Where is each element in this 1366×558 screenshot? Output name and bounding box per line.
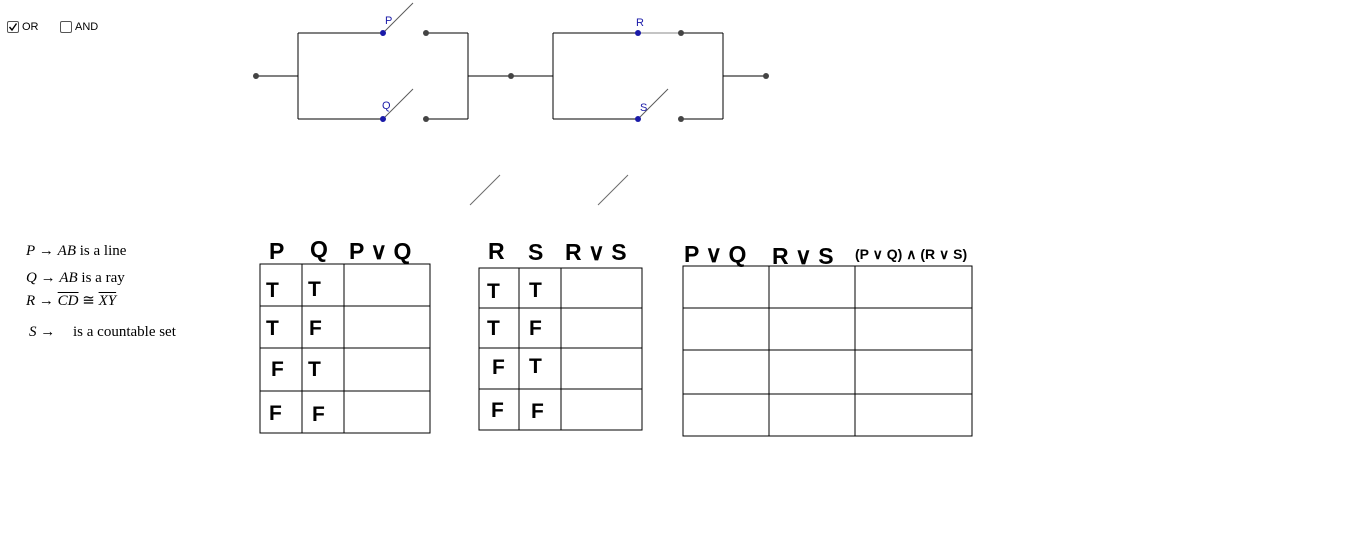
legend-p: P → AB is a line — [26, 243, 126, 260]
table1-cell-r1-q: T — [308, 278, 321, 301]
table1-cell-r1-p: T — [266, 279, 279, 302]
switch-s-blade[interactable] — [637, 88, 669, 120]
switch-p-point[interactable] — [380, 30, 386, 36]
table2-cell-r3-r: F — [492, 356, 505, 379]
table2-result-r2[interactable] — [562, 309, 641, 347]
table3-header-por-q: P ∨ Q — [684, 241, 747, 267]
switch-r-label: R — [636, 17, 644, 29]
table1-result-r4[interactable] — [345, 392, 429, 432]
table3-cell-r2-c2[interactable] — [770, 309, 854, 349]
table3-cell-r2-c3[interactable] — [856, 309, 971, 349]
legend-r-arrow: → — [38, 293, 54, 309]
circuit-wires — [256, 32, 766, 120]
checkmark-icon — [8, 23, 18, 32]
table2-result-r3[interactable] — [562, 349, 641, 388]
table2-header-r: R — [488, 238, 505, 264]
legend-r-xy: XY — [98, 293, 117, 309]
table2-cell-r3-s: T — [529, 355, 542, 378]
legend-s-arrow: → — [40, 324, 56, 340]
table1-cell-r3-p: F — [271, 358, 284, 381]
and-checkbox-label: AND — [75, 21, 99, 33]
switch-s-point[interactable] — [635, 116, 641, 122]
table3-header-ror-s: R ∨ S — [772, 243, 834, 269]
legend-p-var: P — [26, 243, 36, 259]
table1-cell-r2-p: T — [266, 317, 279, 340]
table3-header-conjunction: (P ∨ Q) ∧ (R ∨ S) — [855, 246, 968, 262]
table1-result-r3[interactable] — [345, 349, 429, 390]
table2-cell-r2-r: T — [487, 317, 500, 340]
switch-p-label: P — [385, 15, 392, 27]
and-checkbox[interactable]: AND — [60, 21, 98, 33]
table1-cell-r4-p: F — [269, 402, 282, 425]
legend-s: S → is a countable set — [29, 324, 176, 341]
legend-q: Q → AB is a ray — [26, 270, 125, 287]
table1-header-por-q: P ∨ Q — [349, 238, 412, 264]
table3-cell-r1-c3[interactable] — [856, 267, 971, 307]
legend-q-arrow: → — [40, 270, 56, 286]
stray-line-2 — [597, 174, 629, 206]
table1-header-q: Q — [310, 236, 328, 262]
table2-result-r4[interactable] — [562, 390, 641, 429]
table3-cell-r1-c1[interactable] — [684, 267, 768, 307]
table3-cell-r4-c3[interactable] — [856, 395, 971, 435]
legend-p-arrow: → — [38, 243, 54, 259]
table2-cell-r1-s: T — [529, 279, 542, 302]
switch-q-label: Q — [382, 100, 391, 112]
table1-cell-r4-q: F — [312, 403, 325, 426]
legend-r: R → CD ≅ XY — [26, 291, 116, 310]
table1-result-r2[interactable] — [345, 307, 429, 347]
legend-q-text: is a ray — [81, 270, 125, 286]
switch-q-point[interactable] — [380, 116, 386, 122]
table1-header-p: P — [269, 238, 285, 264]
legend-s-var: S — [29, 324, 37, 340]
table2-cell-r1-r: T — [487, 280, 500, 303]
legend-s-text: is a countable set — [73, 324, 176, 340]
table2-cell-r2-s: F — [529, 317, 542, 340]
switch-q-blade[interactable] — [382, 88, 414, 120]
legend-q-ab: AB — [59, 270, 78, 286]
table1-cell-r2-q: F — [309, 317, 322, 340]
table1-cell-r3-q: T — [308, 358, 321, 381]
table2-cell-r4-s: F — [531, 400, 544, 423]
stray-line-1 — [469, 174, 501, 206]
switch-r-point[interactable] — [635, 30, 641, 36]
table3-cell-r3-c1[interactable] — [684, 351, 768, 393]
table2-header-ror-s: R ∨ S — [565, 239, 627, 265]
legend-p-ab: AB — [57, 243, 76, 259]
table2-cell-r4-r: F — [491, 399, 504, 422]
and-checkbox-box[interactable] — [60, 21, 72, 33]
circuit-diagram: P Q R S — [253, 2, 769, 206]
legend-r-cong: ≅ — [82, 293, 95, 309]
switch-p-blade[interactable] — [382, 2, 414, 34]
table2-result-r1[interactable] — [562, 269, 641, 307]
table3-cell-r4-c2[interactable] — [770, 395, 854, 435]
or-checkbox-label: OR — [22, 21, 39, 33]
circuit-nodes — [253, 30, 769, 122]
legend-q-var: Q — [26, 270, 37, 286]
table3-cell-r3-c3[interactable] — [856, 351, 971, 393]
legend-r-var: R — [26, 293, 36, 309]
legend-r-cd: CD — [57, 293, 79, 309]
or-checkbox[interactable]: OR — [7, 21, 39, 33]
switch-s-label: S — [640, 102, 647, 114]
table3-cell-r1-c2[interactable] — [770, 267, 854, 307]
table2-header-s: S — [528, 239, 544, 265]
table1-result-r1[interactable] — [345, 265, 429, 305]
table3-cell-r3-c2[interactable] — [770, 351, 854, 393]
or-checkbox-box[interactable] — [7, 21, 19, 33]
legend-p-text: is a line — [79, 243, 127, 259]
table3-cell-r2-c1[interactable] — [684, 309, 768, 349]
table3-cell-r4-c1[interactable] — [684, 395, 768, 435]
